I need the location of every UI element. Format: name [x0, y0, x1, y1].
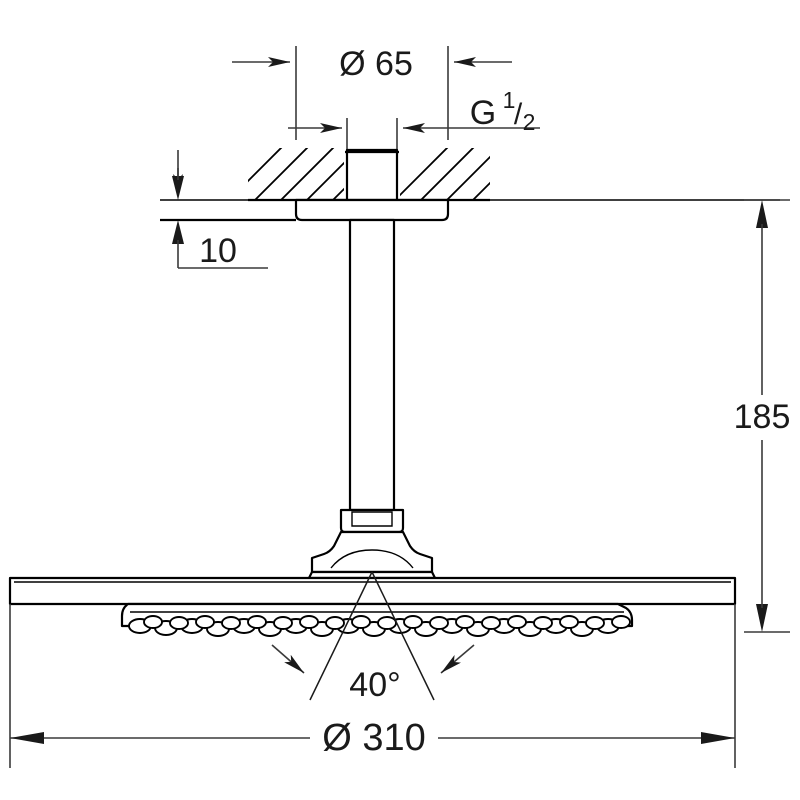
dim-arrowhead-310-left: [10, 732, 44, 744]
dim-arrowhead-185-bottom: [756, 604, 768, 632]
angle-leader-right: [440, 644, 475, 674]
inlet-connector: [345, 148, 399, 202]
dim-label-head-diameter: Ø 310: [322, 717, 426, 759]
connector-collar: [310, 530, 434, 574]
connector-nut-inner: [351, 511, 393, 527]
dimension-spray-angle: 40°: [271, 571, 475, 704]
angle-leader-left: [271, 644, 305, 674]
head-connector: [307, 508, 437, 580]
arm-tube: [348, 218, 396, 512]
dimension-flange-height: 10: [172, 150, 268, 270]
dim-label-thread-slash: /: [514, 98, 523, 131]
flange-body: [294, 198, 450, 222]
dim-arrowhead-185-top: [756, 200, 768, 228]
ceiling-section: [160, 148, 780, 202]
dim-arrowhead-10-top: [172, 176, 184, 200]
ceiling-hatch-left: [248, 148, 344, 200]
dim-label-flange-diameter: Ø 65: [339, 45, 413, 83]
dim-label-spray-angle: 40°: [349, 666, 400, 704]
ceiling-hatch-right: [400, 148, 490, 200]
nozzle-row-secondary: [143, 615, 631, 630]
shower-head: [8, 576, 737, 637]
dimension-flange-diameter: Ø 65: [232, 45, 512, 140]
angle-ray-left: [309, 571, 373, 701]
angle-ray-right: [371, 571, 435, 701]
dimension-projection-height: 185: [734, 199, 791, 633]
dim-label-thread-denominator: 2: [523, 109, 536, 135]
dim-label-projection-height: 185: [734, 398, 791, 436]
inlet-body: [345, 148, 399, 202]
connector-collar-detail: [330, 549, 414, 569]
spray-nozzle-array: [128, 615, 631, 637]
dim-label-flange-height: 10: [199, 232, 237, 270]
shower-arm: [348, 218, 396, 512]
dimension-head-diameter: Ø 310: [9, 604, 736, 768]
ceiling-flange: [160, 198, 450, 222]
dim-label-thread-numerator: 1: [503, 87, 516, 113]
dim-arrowhead-310-right: [701, 732, 735, 744]
dim-arrowhead-10-bottom: [172, 220, 184, 244]
dimension-thread-size: G 1 / 2: [288, 87, 540, 152]
connector-nut: [339, 508, 405, 534]
dim-label-thread-G: G: [470, 94, 496, 132]
